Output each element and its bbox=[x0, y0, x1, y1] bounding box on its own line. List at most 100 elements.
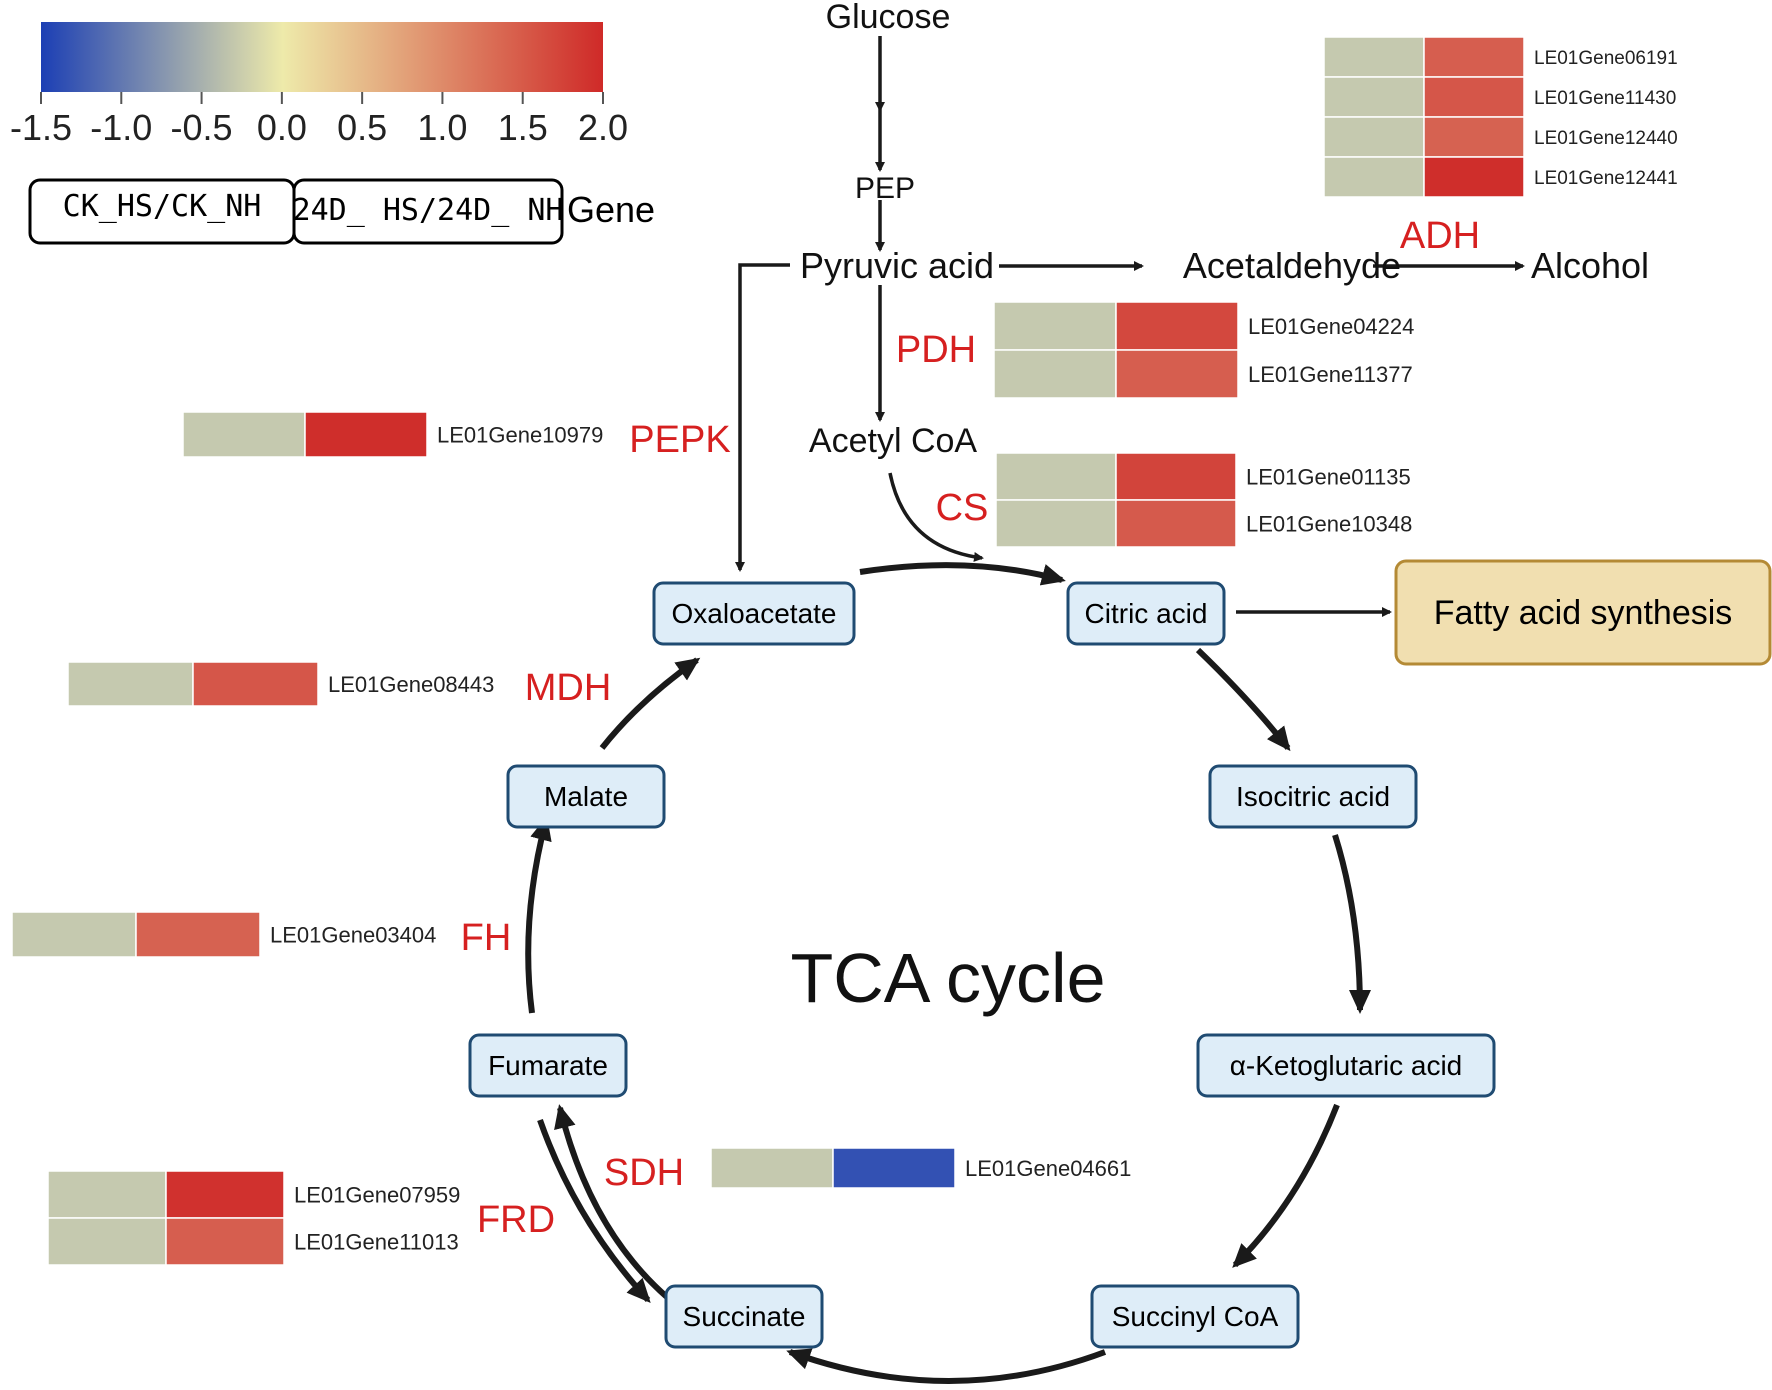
legend-col2-label: 24D_ HS/24D_ NH bbox=[293, 193, 564, 228]
heatmap-cell-24d-hs-nh bbox=[165, 1217, 285, 1266]
fatty-acid-node: Fatty acid synthesis bbox=[1394, 559, 1772, 666]
citric-acid-label: Citric acid bbox=[1085, 598, 1208, 629]
acetyl-coa-label: Acetyl CoA bbox=[809, 422, 977, 460]
node-succinyl-coa: Succinyl CoA bbox=[1090, 1284, 1300, 1349]
heatmap-cell-ck-hs-nh bbox=[11, 911, 137, 958]
colorbar-ticks: -1.5 -1.0 -0.5 0.0 0.5 1.0 1.5 2.0 bbox=[10, 92, 628, 148]
gene-id-label: LE01Gene04224 bbox=[1248, 314, 1414, 339]
heatmap-mdh: LE01Gene08443 bbox=[67, 661, 494, 707]
heatmap-cell-ck-hs-nh bbox=[993, 349, 1117, 399]
metabolites: Glucose PEP Pyruvic acid Acetaldehyde Al… bbox=[800, 0, 1649, 460]
colorbar-tick-label: 0.5 bbox=[337, 107, 387, 148]
heatmap-cell-24d-hs-nh bbox=[1423, 116, 1525, 158]
node-succinate: Succinate bbox=[664, 1284, 824, 1349]
heatmap-cell-24d-hs-nh bbox=[1115, 301, 1239, 351]
gene-id-label: LE01Gene10348 bbox=[1246, 511, 1412, 536]
cycle-nodes: Oxaloacetate Citric acid Isocitric acid … bbox=[468, 581, 1496, 1349]
heatmap-fh: LE01Gene03404 bbox=[11, 911, 436, 958]
gene-id-label: LE01Gene11013 bbox=[294, 1229, 459, 1254]
heatmap-cell-24d-hs-nh bbox=[1423, 156, 1525, 198]
gene-id-label: LE01Gene04661 bbox=[965, 1156, 1131, 1181]
pyruvic-acid-label: Pyruvic acid bbox=[800, 245, 994, 286]
enzyme-adh: ADH bbox=[1400, 215, 1480, 257]
heatmap-cell-24d-hs-nh bbox=[1115, 499, 1237, 548]
legend-box-24d bbox=[292, 178, 564, 245]
gene-id-label: LE01Gene11377 bbox=[1248, 362, 1413, 387]
pep-label: PEP bbox=[855, 172, 915, 205]
gene-id-label: LE01Gene01135 bbox=[1246, 464, 1411, 489]
enzyme-pepk: PEPK bbox=[629, 419, 730, 461]
heatmap-cell-24d-hs-nh bbox=[1115, 452, 1237, 501]
legend: CK_HS/CK_NH 24D_ HS/24D_ NH Gene bbox=[28, 178, 655, 245]
acetaldehyde-label: Acetaldehyde bbox=[1183, 245, 1401, 286]
heatmap-cell-ck-hs-nh bbox=[67, 661, 194, 707]
colorbar-tick-label: 0.0 bbox=[257, 107, 307, 148]
colorbar-tick-label: -0.5 bbox=[171, 107, 233, 148]
heatmap-pepk: LE01Gene10979 bbox=[182, 411, 603, 458]
heatmap-cell-24d-hs-nh bbox=[1423, 36, 1525, 78]
heatmap-cell-ck-hs-nh bbox=[993, 301, 1117, 351]
colorbar-tick-label: 2.0 bbox=[578, 107, 628, 148]
heatmap-cell-24d-hs-nh bbox=[1423, 76, 1525, 118]
cycle-arrows bbox=[525, 562, 1371, 1384]
succinyl-coa-label: Succinyl CoA bbox=[1112, 1301, 1279, 1332]
heatmap-cell-24d-hs-nh bbox=[165, 1170, 285, 1219]
malate-label: Malate bbox=[544, 781, 628, 812]
heatmap-sdh: LE01Gene04661 bbox=[710, 1147, 1131, 1189]
glucose-label: Glucose bbox=[826, 0, 951, 36]
heatmap-cell-ck-hs-nh bbox=[710, 1147, 834, 1189]
gene-id-label: LE01Gene12441 bbox=[1534, 168, 1678, 189]
gene-id-label: LE01Gene12440 bbox=[1534, 128, 1678, 149]
node-fumarate: Fumarate bbox=[468, 1033, 628, 1098]
tca-cycle-title: TCA cycle bbox=[790, 939, 1105, 1017]
colorbar: -1.5 -1.0 -0.5 0.0 0.5 1.0 1.5 2.0 bbox=[10, 22, 628, 148]
node-citric-acid: Citric acid bbox=[1066, 581, 1226, 646]
heatmap-cell-24d-hs-nh bbox=[192, 661, 319, 707]
colorbar-gradient bbox=[41, 22, 603, 92]
node-malate: Malate bbox=[506, 764, 666, 829]
enzyme-sdh: SDH bbox=[604, 1152, 684, 1194]
colorbar-tick-label: 1.0 bbox=[417, 107, 467, 148]
heatmap-cell-ck-hs-nh bbox=[1323, 116, 1425, 158]
upper-arrows bbox=[735, 36, 1525, 617]
heatmap-cell-ck-hs-nh bbox=[47, 1217, 167, 1266]
heatmap-cell-ck-hs-nh bbox=[47, 1170, 167, 1219]
gene-id-label: LE01Gene11430 bbox=[1534, 88, 1676, 109]
heatmap-cell-24d-hs-nh bbox=[1115, 349, 1239, 399]
heatmap-cell-24d-hs-nh bbox=[832, 1147, 956, 1189]
gene-heatmaps: LE01Gene06191LE01Gene11430LE01Gene12440L… bbox=[11, 36, 1678, 1266]
alcohol-label: Alcohol bbox=[1531, 245, 1649, 286]
fumarate-label: Fumarate bbox=[488, 1050, 608, 1081]
isocitric-acid-label: Isocitric acid bbox=[1236, 781, 1390, 812]
heatmap-cell-24d-hs-nh bbox=[304, 411, 428, 458]
enzyme-frd: FRD bbox=[477, 1199, 555, 1241]
enzyme-mdh: MDH bbox=[525, 667, 612, 709]
colorbar-tick-label: 1.5 bbox=[498, 107, 548, 148]
gene-id-label: LE01Gene08443 bbox=[328, 672, 494, 697]
node-ketoglutaric-acid: α-Ketoglutaric acid bbox=[1196, 1033, 1496, 1098]
enzyme-cs: CS bbox=[936, 487, 989, 529]
succinate-label: Succinate bbox=[683, 1301, 806, 1332]
heatmap-adh: LE01Gene06191LE01Gene11430LE01Gene12440L… bbox=[1323, 36, 1678, 198]
heatmap-cell-ck-hs-nh bbox=[995, 499, 1117, 548]
node-isocitric-acid: Isocitric acid bbox=[1208, 764, 1418, 829]
heatmap-cell-ck-hs-nh bbox=[182, 411, 306, 458]
heatmap-cell-24d-hs-nh bbox=[135, 911, 261, 958]
enzyme-fh: FH bbox=[461, 917, 512, 959]
colorbar-tick-label: -1.5 bbox=[10, 107, 72, 148]
heatmap-cell-ck-hs-nh bbox=[1323, 76, 1425, 118]
gene-id-label: LE01Gene07959 bbox=[294, 1182, 460, 1207]
legend-gene-label: Gene bbox=[567, 189, 655, 230]
enzyme-labels: ADH PDH CS PEPK MDH FH SDH FRD bbox=[461, 215, 1480, 1241]
gene-id-label: LE01Gene03404 bbox=[270, 922, 436, 947]
colorbar-tick-label: -1.0 bbox=[90, 107, 152, 148]
node-oxaloacetate: Oxaloacetate bbox=[652, 581, 856, 646]
legend-col1-label: CK_HS/CK_NH bbox=[63, 189, 262, 224]
gene-id-label: LE01Gene10979 bbox=[437, 422, 603, 447]
heatmap-cell-ck-hs-nh bbox=[1323, 36, 1425, 78]
heatmap-cell-ck-hs-nh bbox=[1323, 156, 1425, 198]
ketoglutaric-acid-label: α-Ketoglutaric acid bbox=[1230, 1050, 1463, 1081]
